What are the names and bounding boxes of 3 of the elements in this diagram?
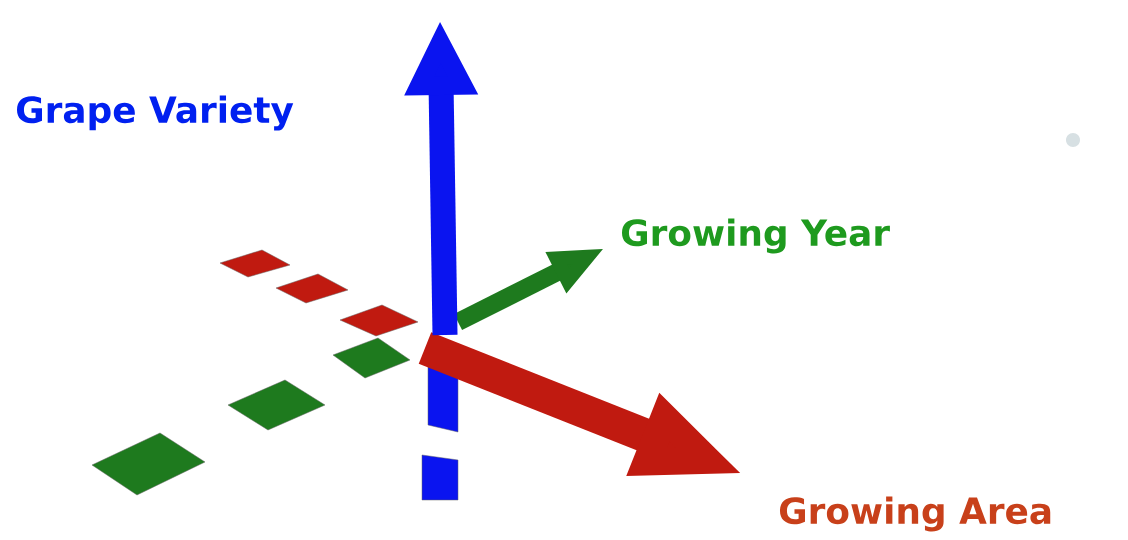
axis-label: Grape Variety (17, 95, 294, 131)
axis-label: Growing Area (780, 496, 1051, 532)
axis-label: Growing Year (622, 218, 890, 254)
